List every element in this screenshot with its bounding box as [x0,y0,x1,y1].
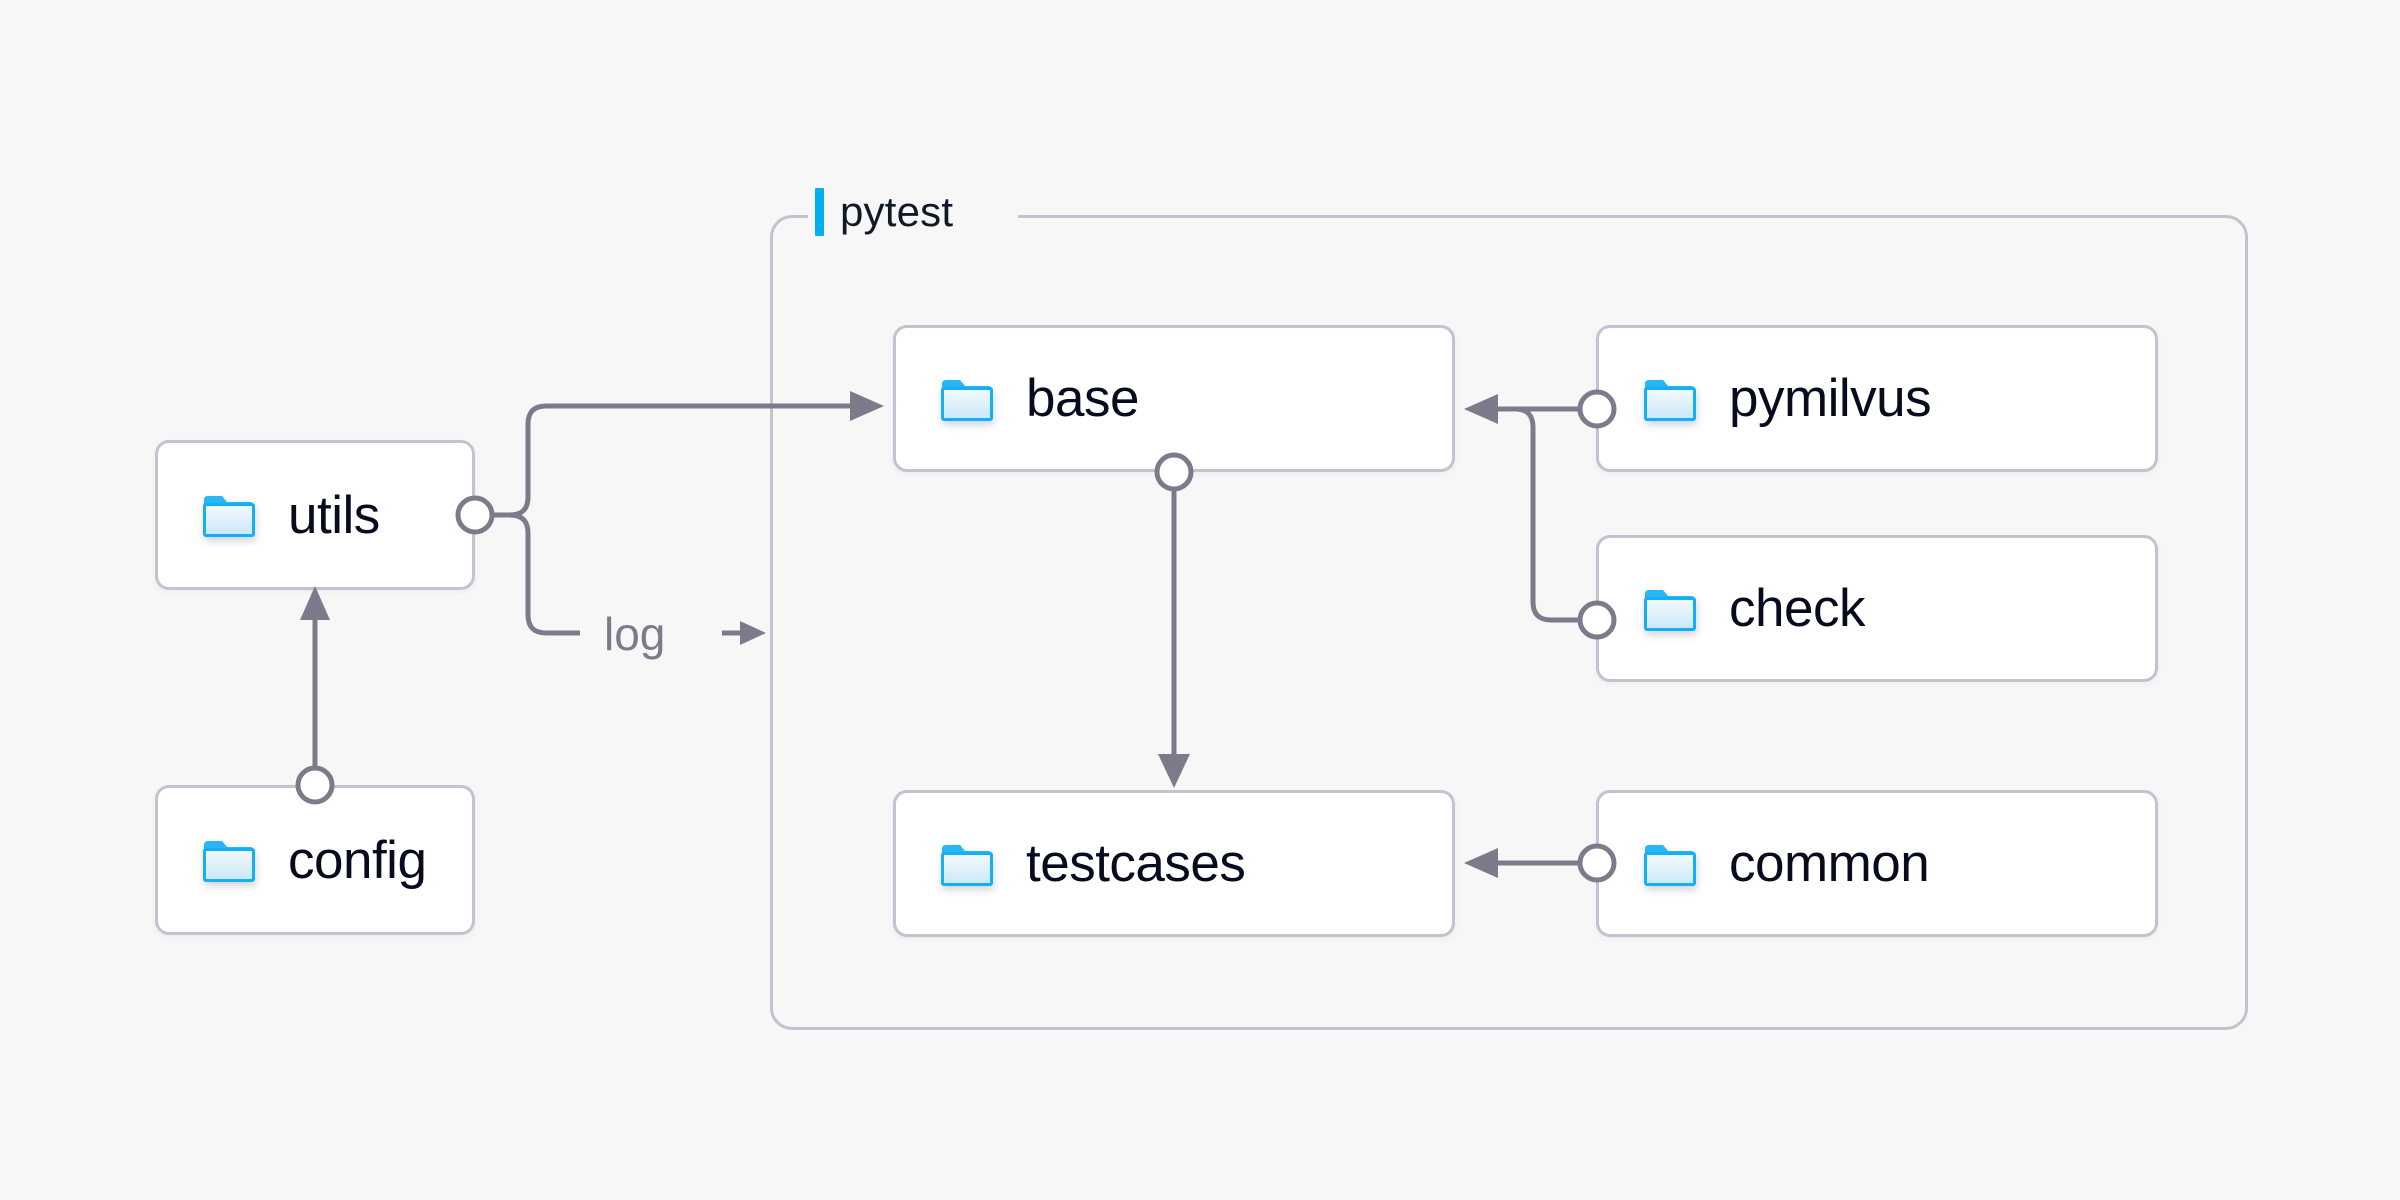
node-common[interactable]: common [1596,790,2158,937]
group-title-text: pytest [840,188,954,235]
node-testcases[interactable]: testcases [893,790,1455,937]
node-label-utils: utils [288,485,380,545]
folder-icon [1644,589,1696,631]
node-base[interactable]: base [893,325,1455,472]
group-label-backdrop [808,209,1018,221]
group-label-pytest: pytest [815,188,953,236]
node-utils[interactable]: utils [155,440,475,590]
accent-bar-icon [815,188,824,236]
arrowhead-icon [740,621,766,645]
group-container-pytest [770,215,2248,1030]
node-label-pymilvus: pymilvus [1729,369,1932,428]
edge-path-utils-to-log [492,512,580,636]
arrowhead-icon [300,586,330,620]
folder-icon [1644,379,1696,421]
node-label-config: config [288,830,427,890]
node-label-common: common [1729,834,1930,893]
node-config[interactable]: config [155,785,475,935]
folder-icon [941,844,993,886]
folder-icon [1644,844,1696,886]
node-pymilvus[interactable]: pymilvus [1596,325,2158,472]
edge-utils-to-pytest-log: log [492,512,766,660]
edge-config-to-utils [295,586,335,805]
node-check[interactable]: check [1596,535,2158,682]
node-label-base: base [1026,369,1139,428]
folder-icon [941,379,993,421]
folder-icon [203,841,255,882]
edge-label-log: log [604,608,665,660]
folder-icon [203,496,255,537]
node-label-check: check [1729,579,1865,638]
node-label-testcases: testcases [1026,834,1246,893]
